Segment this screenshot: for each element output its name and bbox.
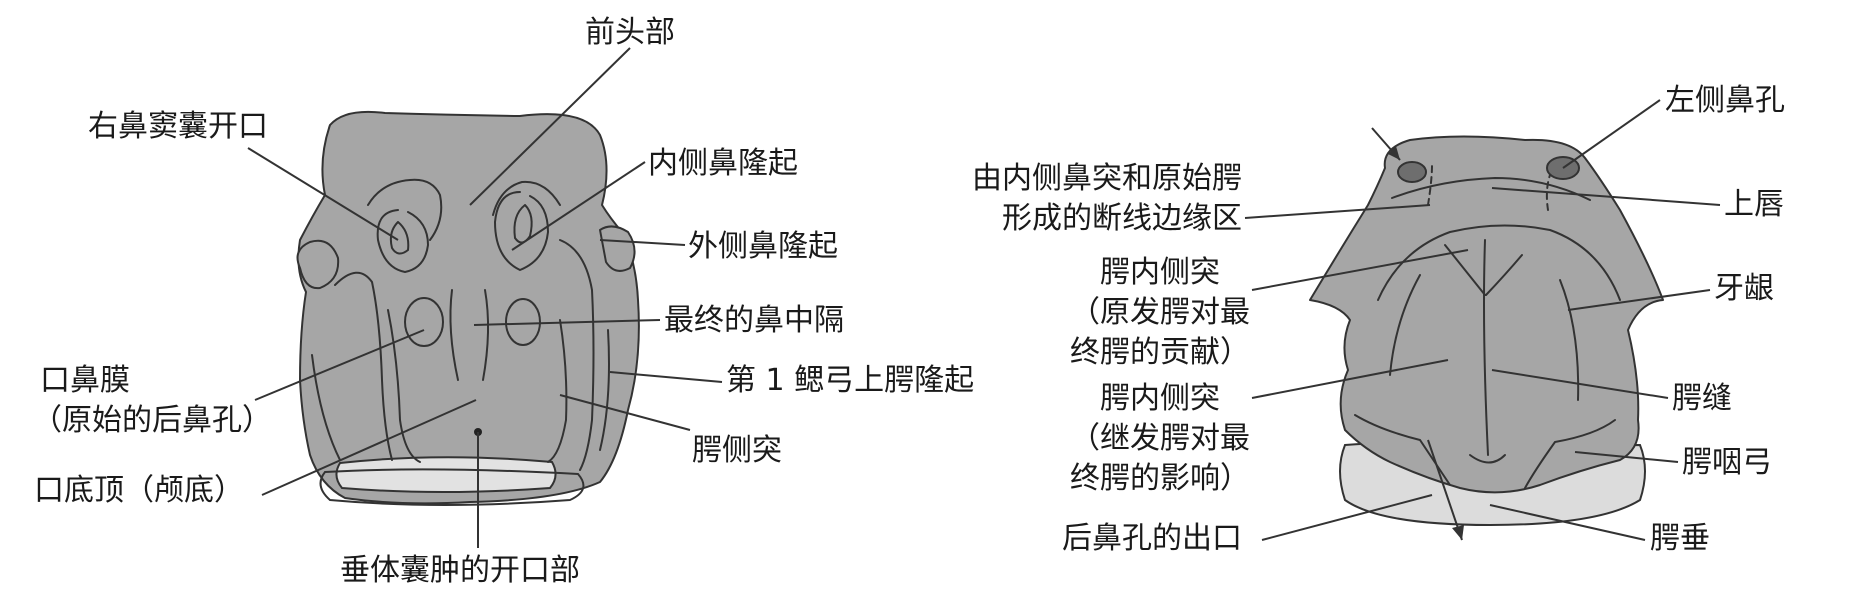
leader-oronasal — [254, 329, 425, 401]
right-palatal-shelf — [387, 309, 421, 463]
label-secondary-palate-line2: （继发腭对最 — [1070, 421, 1250, 456]
label-oronasal-membrane: 口鼻膜 — [40, 363, 130, 398]
left-maxillary-line — [559, 239, 595, 471]
label-roof-of-mouth: 口底顶（颅底） — [34, 473, 244, 508]
label-oronasal-membrane-sub: （原始的后鼻孔） — [32, 403, 272, 438]
posterior-left-fold — [1354, 414, 1451, 486]
fusion-dashed-right — [1545, 174, 1551, 211]
label-secondary-palate-line1: 腭内侧突 — [1100, 381, 1220, 416]
label-maxillary-prominence: 第 1 鳃弓上腭隆起 — [726, 363, 975, 398]
label-palatal-raphe: 腭缝 — [1672, 381, 1732, 416]
right-nasal-pit-inner — [389, 221, 410, 255]
left-side-bump — [296, 239, 340, 290]
septum-line-left — [449, 289, 459, 381]
leader-uvula — [1489, 504, 1646, 541]
leader-posterior-choanae — [1261, 494, 1433, 541]
label-gum: 牙龈 — [1714, 271, 1774, 306]
mouth-floor — [319, 468, 585, 506]
label-medial-palatal-line1: 腭内侧突 — [1100, 255, 1220, 290]
label-right-nasal-sac-opening: 右鼻窦囊开口 — [88, 109, 268, 144]
left-lateral-curve — [492, 180, 561, 216]
label-upper-lip: 上唇 — [1724, 187, 1784, 222]
secondary-palate-right — [1559, 279, 1580, 401]
left-palatal-shelf — [547, 319, 568, 463]
right-nasal-pit-outer — [376, 209, 430, 274]
leader-roof — [261, 399, 477, 496]
leader-medial-palatal — [1251, 249, 1469, 291]
gum-arch — [1377, 224, 1621, 301]
nostril-arrow-head — [1388, 146, 1400, 160]
mouth-rim — [335, 456, 557, 493]
fusion-dashed-left — [1427, 164, 1433, 206]
label-palatopharyngeal-arch: 腭咽弓 — [1682, 445, 1772, 480]
leader-left-nostril — [1562, 99, 1661, 169]
upper-lip-line — [1391, 176, 1591, 201]
label-final-nasal-septum: 最终的鼻中隔 — [664, 303, 844, 338]
primary-palate-v-right — [1485, 254, 1523, 296]
label-medial-nasal-prominence: 内侧鼻隆起 — [648, 146, 798, 181]
leader-secondary-palate — [1251, 359, 1449, 399]
leader-septum — [473, 319, 661, 326]
label-medial-palatal-line3: 终腭的贡献） — [1070, 335, 1250, 370]
leader-gum — [1567, 289, 1711, 311]
leader-forehead — [469, 47, 631, 206]
label-medial-palatal-line2: （原发腭对最 — [1070, 295, 1250, 330]
leader-right-nasal-sac — [247, 147, 399, 241]
left-nasal-pit-outer — [493, 191, 550, 272]
label-forehead: 前头部 — [585, 15, 675, 50]
right-side-bump — [599, 225, 636, 272]
left-outer-cheek — [599, 329, 610, 451]
leader-palatal-raphe — [1491, 369, 1669, 399]
primary-palate-v-left — [1444, 244, 1486, 296]
leader-palatal-shelf — [559, 394, 691, 431]
right-nostril — [1397, 161, 1427, 183]
right-lateral-curve — [367, 178, 443, 241]
leader-palatopharyngeal — [1574, 451, 1679, 463]
label-fusion-zone-line1: 由内侧鼻突和原始腭 — [972, 161, 1242, 196]
choanae-arrow-head — [1452, 525, 1464, 540]
midline-raphe — [1483, 239, 1489, 456]
leader-fusion — [1244, 204, 1431, 219]
uvula-line — [1469, 454, 1506, 464]
label-left-nostril: 左侧鼻孔 — [1665, 83, 1785, 118]
palate-outline — [1309, 135, 1664, 494]
label-secondary-palate-line3: 终腭的影响） — [1070, 461, 1250, 496]
label-fusion-zone-line2: 形成的断线边缘区 — [1002, 201, 1242, 236]
leader-lateral-nasal — [599, 239, 686, 246]
label-uvula: 腭垂 — [1650, 521, 1710, 556]
leader-medial-nasal — [511, 161, 646, 251]
left-primitive-choana — [505, 298, 541, 346]
choanae-arrow-line — [1427, 439, 1463, 541]
label-lateral-nasal-prominence: 外侧鼻隆起 — [688, 229, 838, 264]
posterior-right-fold — [1524, 419, 1616, 489]
secondary-palate-left — [1389, 274, 1421, 376]
leader-maxillary — [609, 371, 723, 383]
right-maxillary-line — [334, 271, 393, 461]
right-outer-cheek — [311, 354, 341, 461]
septum-line-right — [482, 289, 490, 381]
label-hypophyseal-pouch-opening: 垂体囊肿的开口部 — [340, 553, 580, 588]
label-posterior-choanae-exit: 后鼻孔的出口 — [1062, 521, 1242, 556]
leader-upper-lip — [1491, 187, 1721, 206]
label-palatal-shelf: 腭侧突 — [692, 433, 782, 468]
